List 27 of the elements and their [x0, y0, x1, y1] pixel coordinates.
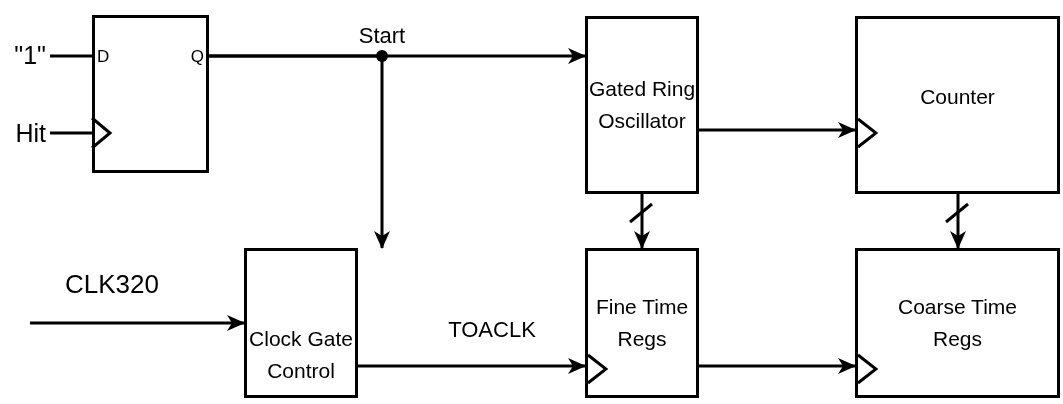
arrow [699, 358, 856, 374]
block-label: Fine Time Regs [594, 294, 690, 352]
edge-label: TOACLK [448, 319, 536, 341]
block-box [855, 16, 1060, 194]
signal-name: Hit [4, 116, 50, 150]
arrow [30, 315, 245, 331]
arrow [634, 194, 650, 249]
edge-label: CLK320 [65, 271, 159, 297]
flip-flop-box [92, 15, 209, 173]
block-box [244, 248, 358, 398]
pin-label: Q [190, 48, 204, 65]
arrow [950, 194, 966, 249]
block-label: Coarse Time Regs [896, 294, 1018, 352]
arrow [699, 122, 856, 138]
block-label: Counter [920, 84, 995, 110]
arrow [209, 54, 390, 249]
block-box [585, 248, 699, 398]
arrow [358, 358, 586, 374]
arrow [50, 116, 112, 150]
wire [50, 54, 92, 58]
signal-name: "1" [4, 38, 50, 72]
block-box [855, 248, 1060, 398]
block-box [585, 16, 699, 194]
pin-label: D [97, 48, 110, 65]
block-label: Clock Gate Control [248, 326, 354, 384]
edge-label: Start [358, 25, 406, 47]
block-label: Gated Ring Oscillator [588, 76, 696, 134]
